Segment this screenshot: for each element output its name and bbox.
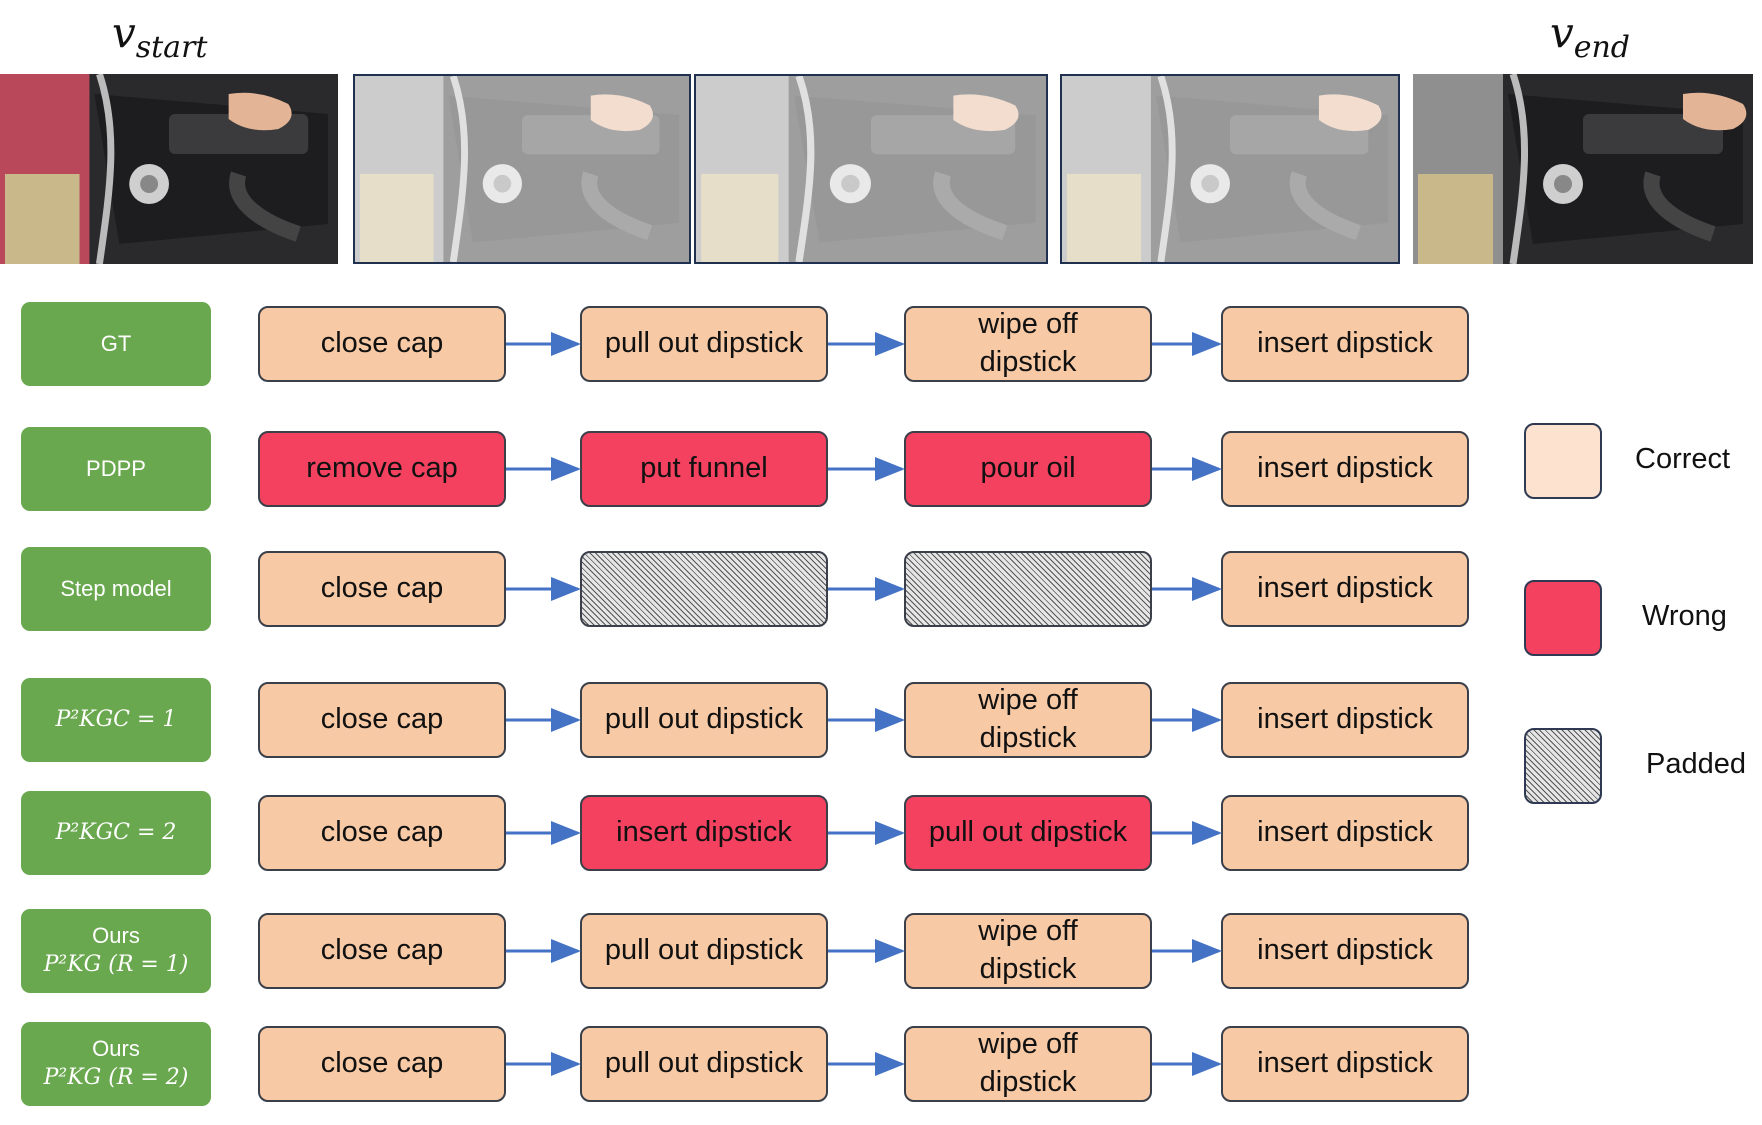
step-label: pour oil [980,452,1076,485]
padded-step [904,551,1152,627]
step-box: insert dipstick [1221,682,1469,758]
row-label-line: Ours [92,923,140,949]
start-frame [0,74,338,264]
step-box: insert dipstick [1221,1026,1469,1102]
legend-label-padded: Padded [1646,748,1746,780]
step-box: close cap [258,913,506,989]
step-label: insert dipstick [1257,327,1433,360]
legend-label-correct: Correct [1635,443,1731,475]
step-label: close cap [320,1047,444,1080]
row-label: P²KGC = 1 [21,678,211,762]
step-label: put funnel [640,452,768,485]
row-label-line: Step model [60,575,172,601]
step-label: pull out dipstick [604,934,804,967]
legend-swatch-wrong [1524,580,1602,656]
step-label: wipe off dipstick [978,684,1078,754]
step-label: insert dipstick [1257,1047,1433,1080]
step-label: close cap [320,572,444,605]
step-label: close cap [320,703,444,736]
step-box: close cap [258,306,506,382]
step-label: insert dipstick [616,816,792,849]
row-label: Step model [21,547,211,631]
row-label-line: P²KGC = 2 [55,819,177,845]
step-label: close cap [320,934,444,967]
end-frame [1413,74,1753,264]
step-box: remove cap [258,431,506,507]
v-start-header: vstart [112,8,208,65]
step-box: insert dipstick [580,795,828,871]
step-box: put funnel [580,431,828,507]
step-label: pull out dipstick [604,1047,804,1080]
step-label: wipe off dipstick [978,308,1078,378]
row-label-line: Ours [92,1036,140,1062]
legend-swatch-padded [1524,728,1602,804]
step-label: pull out dipstick [604,327,804,360]
step-box: pull out dipstick [580,913,828,989]
step-box: close cap [258,795,506,871]
step-box: pour oil [904,431,1152,507]
legend-swatch-correct [1524,423,1602,499]
legend-label-wrong: Wrong [1642,600,1727,632]
step-box: close cap [258,551,506,627]
step-label: insert dipstick [1257,572,1433,605]
step-label: close cap [320,327,444,360]
intermediate-frame-1 [353,74,691,264]
step-label: remove cap [306,452,458,485]
row-label-line: P²KG (R = 2) [43,1065,189,1090]
step-box: pull out dipstick [580,1026,828,1102]
step-box: wipe off dipstick [904,682,1152,758]
step-label: insert dipstick [1257,934,1433,967]
row-label-line: PDPP [86,455,146,481]
step-box: close cap [258,1026,506,1102]
step-label: pull out dipstick [604,703,804,736]
step-box: insert dipstick [1221,795,1469,871]
row-label-line: P²KGC = 1 [55,706,177,732]
step-box: insert dipstick [1221,431,1469,507]
step-box: insert dipstick [1221,913,1469,989]
v-end-header: vend [1550,8,1631,65]
row-label-line: GT [100,330,132,356]
step-label: insert dipstick [1257,452,1433,485]
step-label: wipe off dipstick [978,1028,1078,1098]
step-box: insert dipstick [1221,306,1469,382]
step-box: wipe off dipstick [904,306,1152,382]
row-label: GT [21,302,211,386]
row-label: PDPP [21,427,211,511]
step-box: pull out dipstick [580,306,828,382]
step-label: insert dipstick [1257,703,1433,736]
row-label: P²KGC = 2 [21,791,211,875]
step-box: close cap [258,682,506,758]
step-box: pull out dipstick [580,682,828,758]
padded-step [580,551,828,627]
row-label-line: P²KG (R = 1) [43,952,189,977]
step-label: pull out dipstick [928,816,1128,849]
step-box: wipe off dipstick [904,1026,1152,1102]
step-label: close cap [320,816,444,849]
step-label: insert dipstick [1257,816,1433,849]
intermediate-frame-3 [1060,74,1400,264]
step-box: wipe off dipstick [904,913,1152,989]
step-box: pull out dipstick [904,795,1152,871]
step-label: wipe off dipstick [978,915,1078,985]
step-box: insert dipstick [1221,551,1469,627]
intermediate-frame-2 [694,74,1048,264]
